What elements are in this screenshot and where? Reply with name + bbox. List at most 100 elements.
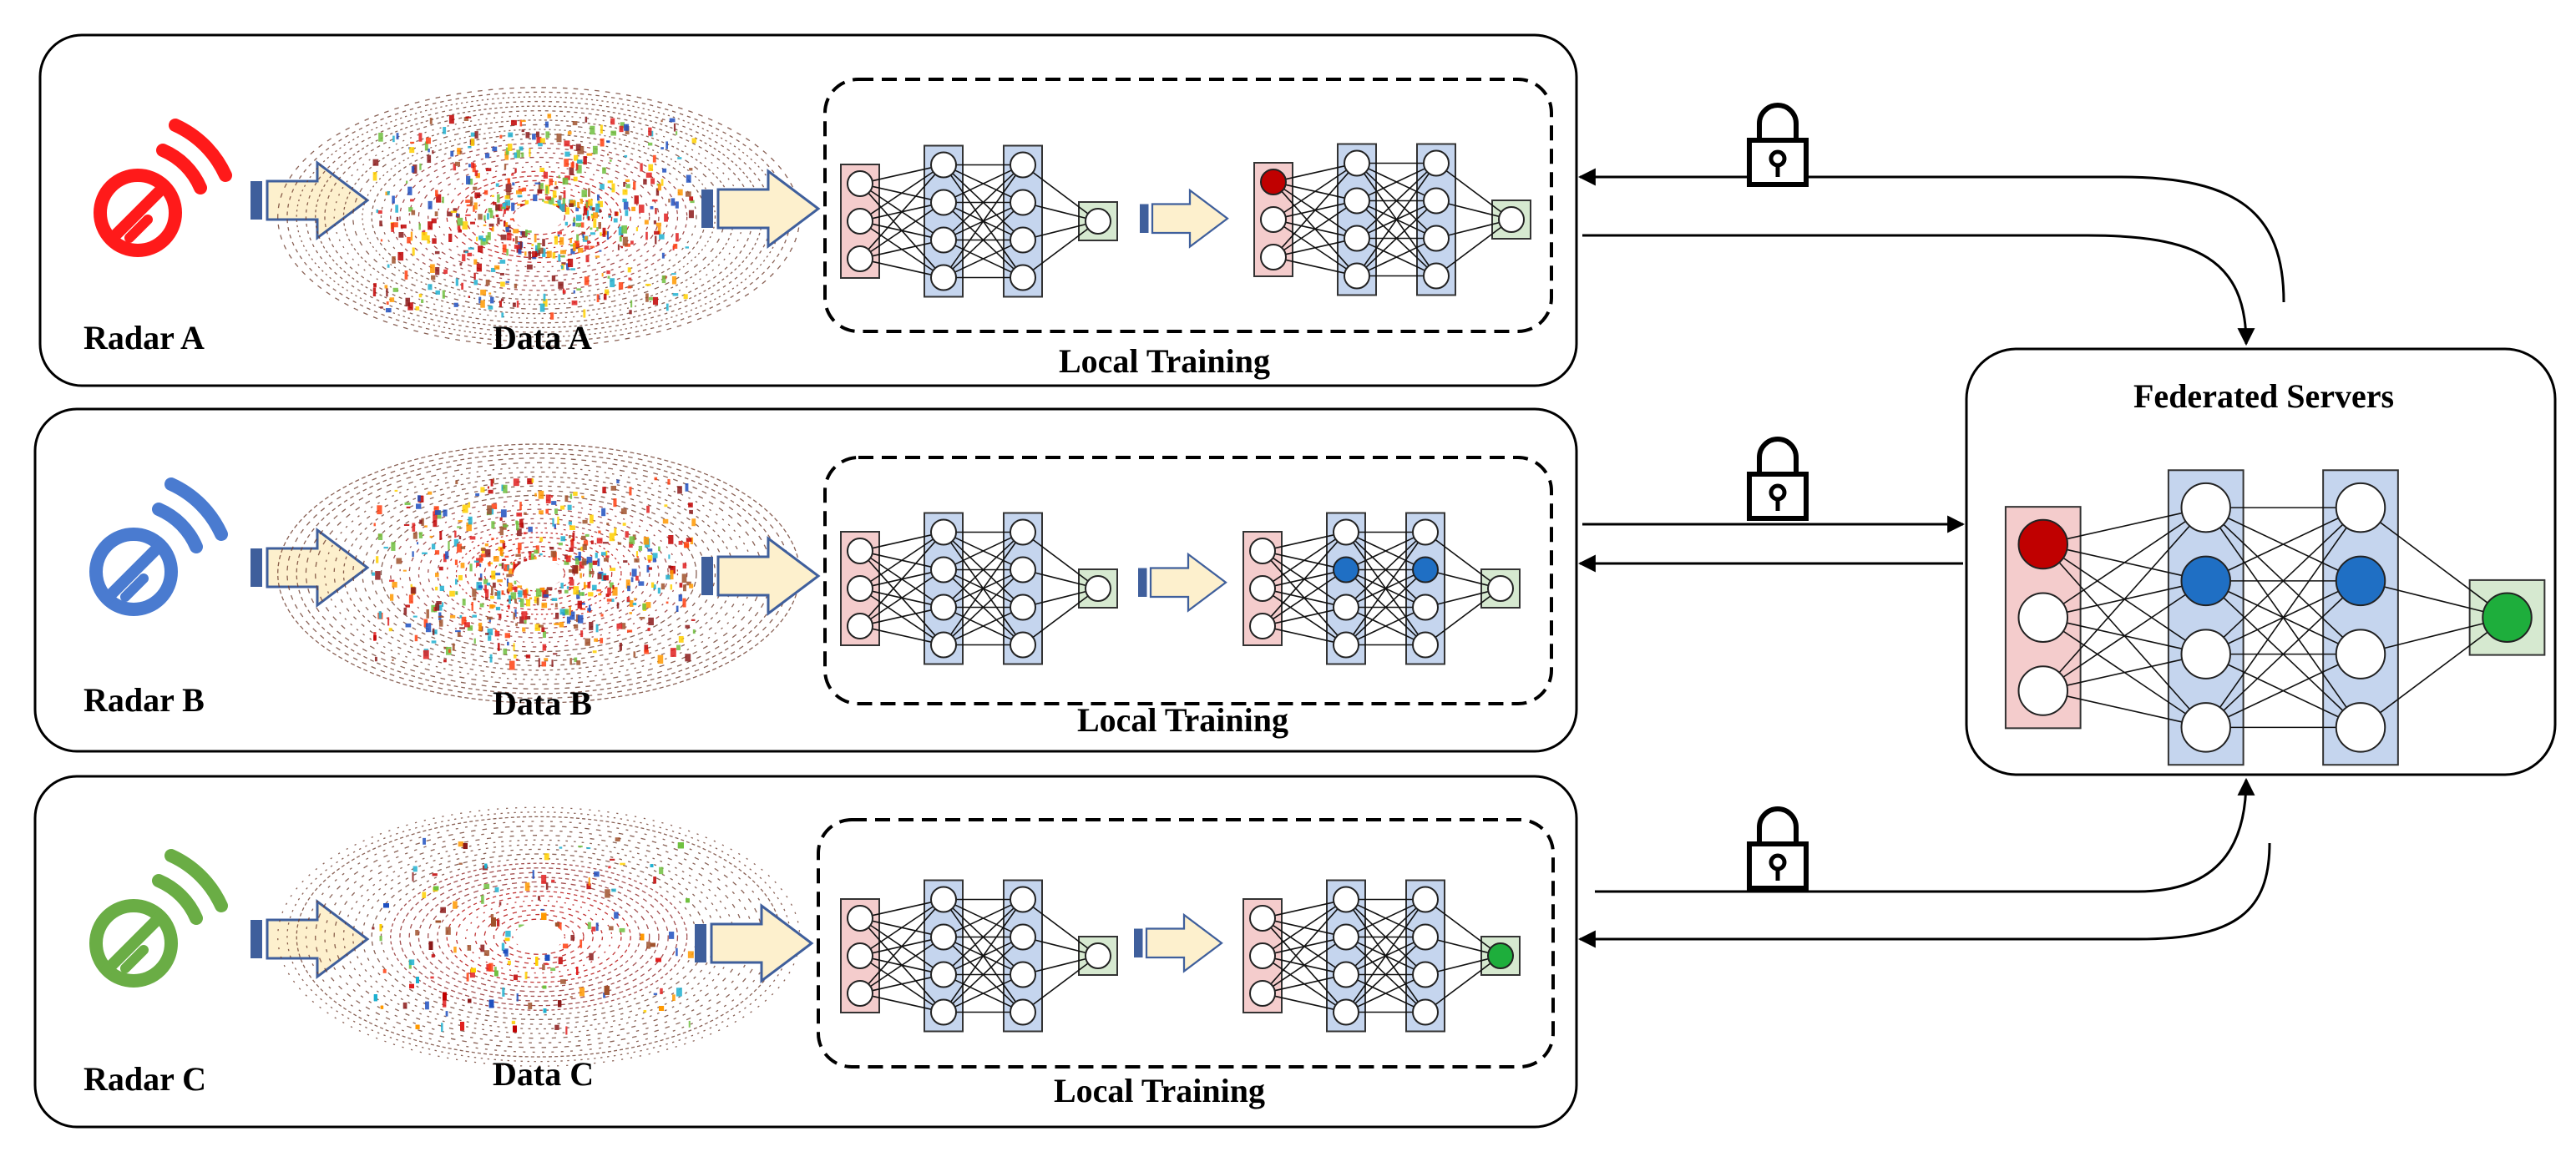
point-cloud-point (576, 159, 583, 164)
point-cloud-point (466, 204, 472, 207)
point-cloud-point (517, 194, 523, 198)
nn-node (1085, 208, 1111, 235)
point-cloud-point (590, 214, 594, 216)
point-cloud-point (524, 558, 528, 562)
point-cloud-point (573, 491, 578, 496)
point-cloud-point (389, 297, 395, 302)
point-cloud-point (471, 602, 473, 611)
point-cloud-point (445, 1011, 448, 1017)
point-cloud-point (432, 628, 435, 635)
point-cloud-point (579, 987, 585, 997)
radar-label-a: Radar A (84, 319, 205, 356)
lock-icon (1747, 103, 1809, 187)
point-cloud-point (466, 972, 469, 982)
point-cloud-point (418, 223, 421, 230)
point-cloud-point (629, 310, 632, 315)
point-cloud-point (584, 245, 590, 250)
point-cloud-point (464, 250, 468, 254)
point-cloud-point (500, 281, 505, 287)
point-cloud-point (499, 517, 503, 521)
nn-connection (872, 534, 932, 549)
point-cloud-point (514, 599, 517, 604)
point-cloud-point (418, 133, 423, 142)
point-cloud-point (648, 567, 652, 570)
point-cloud-ring (474, 904, 604, 969)
point-cloud-point (429, 535, 433, 538)
point-cloud-point (425, 137, 431, 144)
nn-connection (1448, 203, 1500, 218)
point-cloud-point (387, 190, 390, 195)
point-cloud-point (478, 585, 483, 589)
point-cloud-point (574, 558, 579, 565)
nn-node (2180, 702, 2231, 753)
point-cloud-point (534, 624, 541, 631)
point-cloud-point (569, 145, 574, 149)
point-cloud-point (568, 521, 572, 525)
point-cloud-point (572, 532, 575, 541)
point-cloud-point (667, 478, 671, 485)
point-cloud-point (591, 927, 596, 932)
point-cloud-point (553, 653, 558, 655)
point-cloud-point (627, 267, 631, 273)
point-cloud-point (653, 220, 657, 225)
point-cloud-point (501, 590, 504, 595)
point-cloud-point (579, 592, 585, 596)
point-cloud-point (509, 595, 511, 604)
point-cloud-point (592, 145, 598, 154)
point-cloud-point (483, 578, 488, 584)
point-cloud-point (653, 584, 656, 589)
nn-node (847, 170, 873, 197)
point-cloud-point (617, 244, 620, 250)
point-cloud-point (636, 556, 639, 558)
point-cloud-point (688, 1020, 691, 1028)
point-cloud-point (532, 870, 534, 879)
point-cloud-point (678, 540, 683, 545)
point-cloud-point (389, 594, 394, 601)
point-cloud-point (661, 275, 666, 284)
nn-node (1010, 998, 1036, 1026)
point-cloud-point (470, 221, 476, 225)
point-cloud-point (491, 538, 494, 540)
point-cloud-point (403, 607, 407, 615)
point-cloud-point (529, 551, 532, 560)
nn-connection (2227, 517, 2339, 572)
point-cloud-point (650, 582, 655, 588)
point-cloud-point (428, 284, 433, 290)
point-cloud-point (677, 486, 682, 494)
point-cloud-point (682, 584, 686, 592)
point-cloud-point (676, 988, 682, 997)
point-cloud-point (460, 546, 466, 549)
point-cloud-point (488, 306, 493, 310)
point-cloud-point (505, 184, 512, 193)
point-cloud-point (611, 183, 615, 193)
point-cloud-point (629, 542, 633, 548)
point-cloud-point (589, 562, 593, 568)
point-cloud-point (596, 538, 603, 544)
point-cloud-point (660, 988, 663, 994)
point-cloud-point (567, 258, 574, 267)
point-cloud-point (392, 195, 395, 204)
block-arrow-icon (251, 528, 370, 608)
point-cloud-point (449, 614, 456, 619)
point-cloud-point (539, 537, 544, 542)
nn-node (1487, 575, 1514, 602)
nn-connection (1035, 205, 1086, 220)
point-cloud-point (664, 504, 668, 508)
point-cloud-point (618, 226, 624, 235)
point-cloud-point (579, 198, 583, 205)
nn-connection (954, 979, 1012, 1008)
nn-node (1260, 244, 1287, 270)
point-cloud-point (585, 201, 588, 208)
point-cloud-point (622, 189, 628, 195)
point-cloud-point (504, 563, 510, 572)
point-cloud-point (504, 200, 511, 206)
point-cloud-point (494, 629, 498, 633)
point-cloud-point (485, 589, 489, 599)
point-cloud-point (585, 200, 590, 205)
point-cloud-point (671, 198, 676, 206)
point-cloud-point (484, 863, 488, 869)
point-cloud-point (574, 657, 578, 663)
point-cloud-point (569, 606, 571, 616)
point-cloud-point (646, 564, 650, 573)
point-cloud-point (501, 484, 504, 492)
